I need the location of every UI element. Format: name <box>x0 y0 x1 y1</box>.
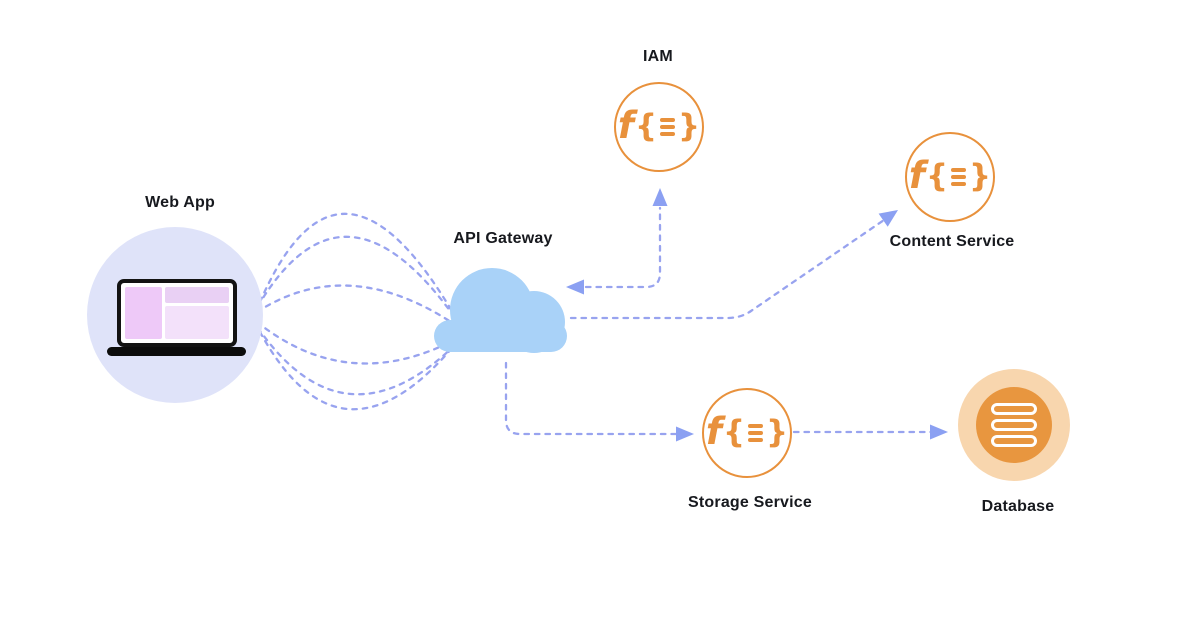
function-icon: f { } <box>908 153 992 197</box>
storage-service-label: Storage Service <box>688 494 812 511</box>
database-icon <box>976 387 1052 463</box>
webapp-gateway-bundle <box>255 212 462 411</box>
function-f: f <box>705 409 722 453</box>
laptop-screen-panel <box>165 305 229 339</box>
arrowhead-right <box>930 424 948 440</box>
triple-bar-icon <box>660 118 676 136</box>
function-open-brace: { <box>925 157 949 194</box>
database-disk <box>991 435 1037 447</box>
iam-label: IAM <box>643 48 673 65</box>
arrowhead-right <box>676 426 694 442</box>
function-icon: f { } <box>705 409 789 453</box>
laptop-screen-panel <box>165 287 229 303</box>
laptop-screen-panels <box>165 287 229 339</box>
cloud-icon <box>434 268 567 353</box>
function-f: f <box>617 103 634 147</box>
arrowhead-upright <box>878 210 898 227</box>
arrow-gateway-storage <box>504 361 694 442</box>
arrowhead-up <box>652 188 668 206</box>
function-open-brace: { <box>634 107 658 144</box>
arrow-storage-database <box>792 424 948 440</box>
database-disk <box>991 419 1037 431</box>
content-service-label: Content Service <box>889 233 1015 250</box>
arrow-gateway-iam <box>566 188 668 295</box>
laptop-screen-panel <box>125 287 163 339</box>
content-service-node: f { } <box>905 132 995 222</box>
database-label: Database <box>981 498 1055 515</box>
storage-service-node: f { } <box>702 388 792 478</box>
api-gateway-label: API Gateway <box>453 230 553 247</box>
laptop-base <box>107 347 246 356</box>
function-icon: f { } <box>617 103 701 147</box>
arrowhead-left <box>566 279 584 295</box>
bundle-curve <box>255 320 460 365</box>
bundle-curve <box>256 326 458 396</box>
function-open-brace: { <box>722 413 746 450</box>
web-app-label: Web App <box>145 194 215 211</box>
bundle-curve <box>258 330 454 411</box>
arrow-gateway-content <box>569 210 898 320</box>
bundle-curve <box>255 284 462 330</box>
triple-bar-icon <box>951 168 967 186</box>
function-close-brace: } <box>969 157 992 194</box>
triple-bar-icon <box>748 424 764 442</box>
bundle-curve <box>258 212 458 320</box>
function-f: f <box>908 153 925 197</box>
database-node <box>958 369 1070 481</box>
function-close-brace: } <box>678 107 701 144</box>
database-disk <box>991 403 1037 415</box>
function-close-brace: } <box>766 413 789 450</box>
iam-node: f { } <box>614 82 704 172</box>
laptop-icon <box>117 279 237 347</box>
